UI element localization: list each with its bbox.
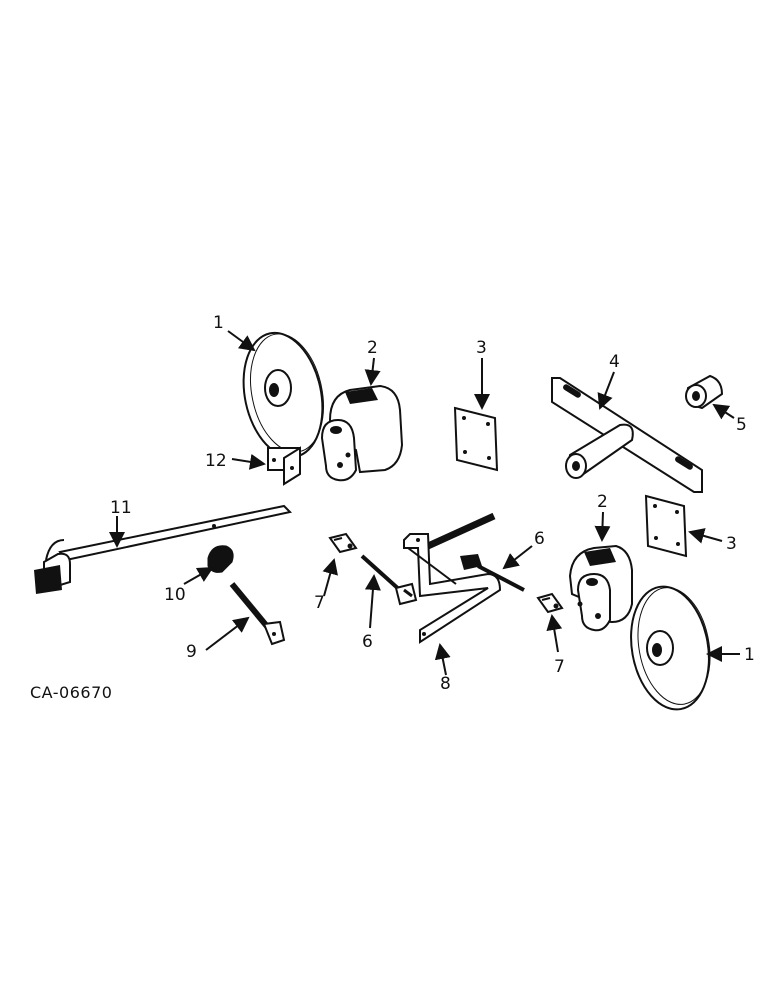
- callout-link-rod: 9: [186, 642, 197, 662]
- arm-part: [403, 512, 502, 644]
- link-rod-part: [229, 582, 286, 646]
- callout-rod-right: 6: [534, 529, 545, 549]
- callout-rod-center: 6: [362, 632, 373, 652]
- housing-part-left: [320, 384, 404, 482]
- rod-part-center: [360, 554, 418, 606]
- handle-part: [34, 504, 293, 594]
- callout-clevis-left: 7: [314, 593, 325, 613]
- disc-part-right: [630, 585, 711, 711]
- callout-disc-right: 1: [744, 645, 755, 665]
- callout-cam: 10: [164, 585, 186, 605]
- callout-arm: 8: [440, 674, 451, 694]
- clevis-part-left: [328, 532, 358, 554]
- callout-handle: 11: [110, 498, 132, 518]
- plate-part-upper: [453, 406, 499, 472]
- rod-part-right: [460, 554, 525, 592]
- drawing-code: CA-06670: [30, 683, 112, 702]
- mount-bar-part: [551, 377, 703, 493]
- housing-part-right: [568, 544, 633, 632]
- bushing-part: [685, 374, 724, 410]
- callout-bracket: 12: [205, 451, 227, 471]
- callout-housing-left: 2: [367, 338, 378, 358]
- callout-disc-left: 1: [213, 313, 224, 333]
- callout-clevis-right: 7: [554, 657, 565, 677]
- callout-housing-right: 2: [597, 492, 608, 512]
- disc-part-left: [242, 331, 324, 459]
- callout-plate-lower: 3: [726, 534, 737, 554]
- clevis-part-right: [536, 592, 564, 614]
- callout-plate-upper: 3: [476, 338, 487, 358]
- callout-bushing: 5: [736, 415, 747, 435]
- plate-part-lower: [644, 494, 688, 558]
- callout-mount-bar: 4: [609, 352, 620, 372]
- bracket-part: [267, 446, 301, 486]
